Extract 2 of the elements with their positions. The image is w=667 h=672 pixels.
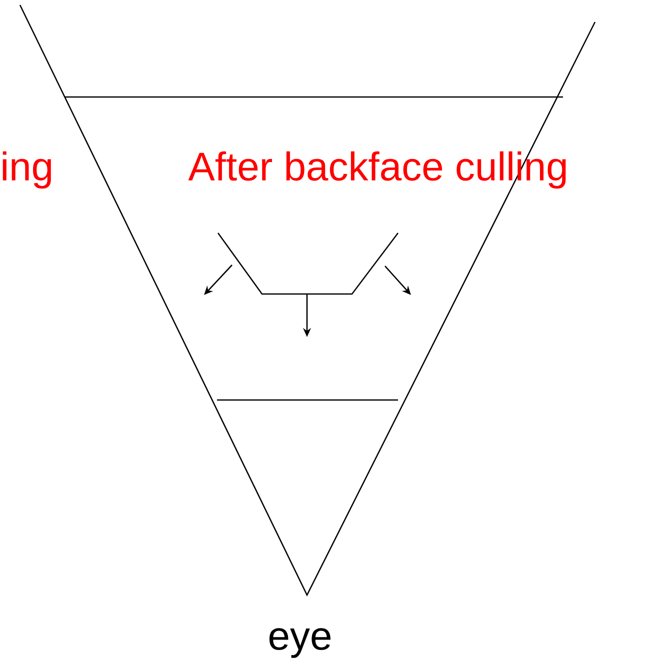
eye-label: eye [269, 628, 330, 658]
caption-text: ing [2, 151, 51, 189]
